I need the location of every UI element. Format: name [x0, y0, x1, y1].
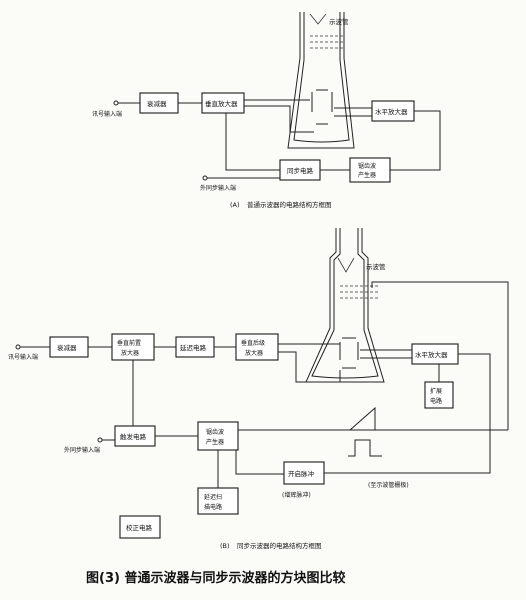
a-sync-input-label: 外同步输入端: [200, 184, 236, 192]
b-post-amp-label-1: 垂直后级: [241, 339, 265, 347]
a-attenuator-label: 衰减器: [147, 99, 167, 108]
b-sawtooth-label-2: 产生器: [206, 438, 224, 446]
b-unblank-label: 开启脉冲: [288, 469, 315, 478]
a-sawtooth-label-1: 锯齿波: [358, 162, 376, 170]
a-sawtooth-box: [349, 157, 391, 183]
crt-a: 示波管: [287, 12, 355, 149]
diagram-b: 示波管 讯号输入端 衰减器 垂直前置 放大器 延迟电路 垂直后级 放大器 水平放…: [8, 228, 509, 550]
b-delay-label: 延迟电路: [180, 343, 207, 352]
b-sweep-time-label-1: 延迟扫: [204, 493, 222, 501]
a-vertical-amp-box: [201, 92, 245, 114]
a-sync-circuit-label: 同步电路: [287, 166, 314, 175]
b-calibrator-label: 校正电路: [126, 523, 153, 532]
a-sawtooth-label-2: 产生器: [358, 171, 376, 179]
a-caption-tag: (A): [230, 201, 240, 209]
b-post-amp-label-2: 放大器: [245, 349, 263, 357]
diagram-a: 示波管 讯号输入端 衰减器 垂直放大器 水平放大器 同步电路 锯齿波 产生器 外…: [92, 12, 441, 209]
b-post-amp-box: [235, 333, 279, 361]
b-sweep-time-box: [197, 487, 239, 515]
a-horizontal-amp-label: 水平放大器: [375, 107, 408, 116]
crt-b: 示波管: [305, 228, 386, 383]
waveform-sketch: [348, 406, 382, 457]
b-calibrator-box: [119, 515, 161, 539]
b-sweep-expand-label-1: 扩展: [430, 387, 442, 395]
crt-a-label: 示波管: [329, 17, 349, 26]
b-sawtooth-label-1: 锯齿波: [206, 428, 224, 436]
b-gate-note: (增辉脉冲): [282, 491, 311, 499]
b-horizontal-amp-label: 水平放大器: [415, 350, 448, 359]
b-sweep-expand-label-2: 电路: [430, 397, 442, 405]
a-signal-input-label: 讯号输入端: [92, 110, 122, 118]
b-trigger-label: 触发电路: [120, 432, 147, 441]
a-caption: 普通示波器的电路结构方框图: [247, 200, 332, 209]
b-sync-input-label: 外同步输入端: [64, 446, 100, 454]
b-caption-tag: (B): [220, 542, 230, 550]
figure-title: 图(3) 普通示波器与同步示波器的方块图比较: [86, 570, 345, 586]
b-sweep-expand-box: [424, 381, 454, 409]
crt-b-label: 示波管: [366, 262, 386, 271]
b-signal-input-label: 讯号输入端: [8, 353, 38, 361]
b-caption: 同步示波器的电路结构方框图: [237, 541, 322, 550]
b-blanking-note: (至示波管栅极): [368, 481, 409, 489]
b-pre-amp-label-1: 垂直前置: [117, 339, 141, 347]
b-sweep-time-label-2: 描电路: [204, 503, 222, 511]
b-attenuator-label: 衰减器: [57, 343, 77, 352]
b-pre-amp-label-2: 放大器: [121, 349, 139, 357]
a-vertical-amp-label: 垂直放大器: [205, 99, 238, 108]
